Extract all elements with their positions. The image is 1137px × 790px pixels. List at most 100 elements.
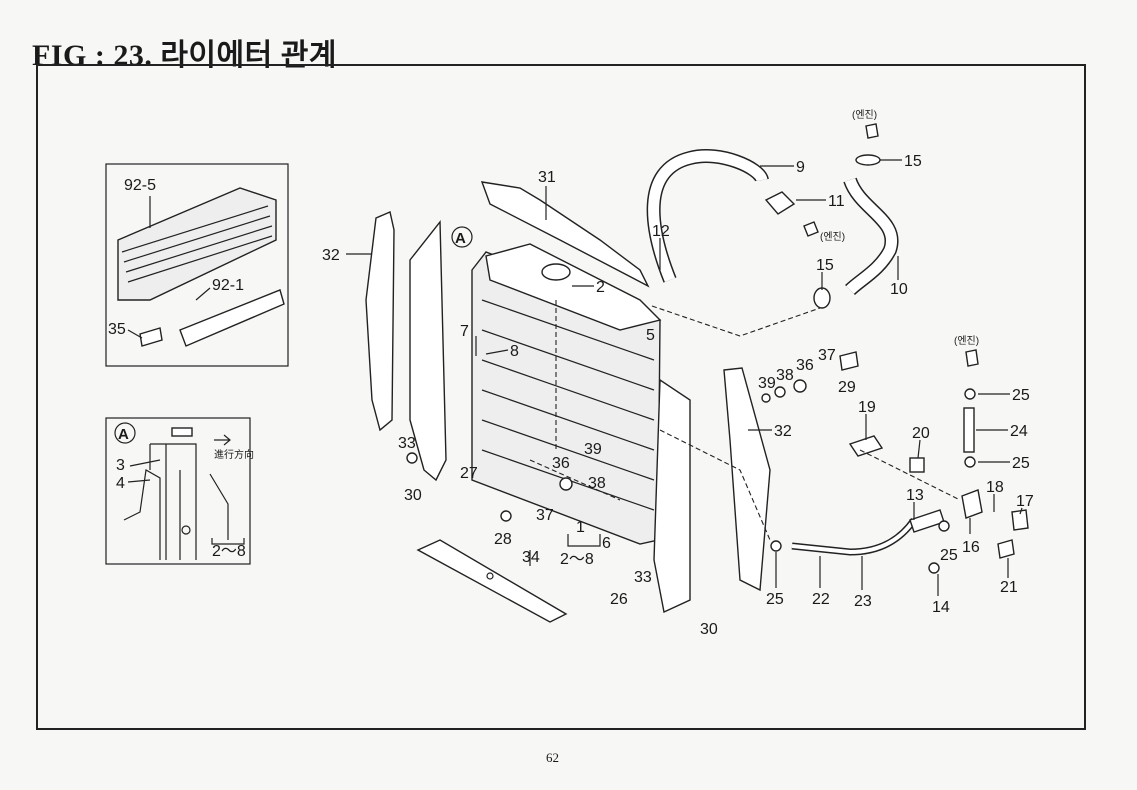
hose-clamp-15-top xyxy=(855,154,881,166)
callout-5: 5 xyxy=(646,327,655,344)
radiator-upper-tank xyxy=(485,243,662,331)
callout-15-top: 15 xyxy=(904,153,922,170)
bolt-14 xyxy=(928,562,940,574)
detail-circle-label: A xyxy=(118,426,129,443)
callout-2-8-main: 2～8 xyxy=(560,551,594,568)
callout-37-lower: 37 xyxy=(536,507,554,524)
callout-92-5: 92-5 xyxy=(124,177,156,194)
callout-21: 21 xyxy=(1000,579,1018,596)
radiator-support-right xyxy=(653,378,691,614)
callout-7: 7 xyxy=(460,323,469,340)
callout-15-lower: 15 xyxy=(816,257,834,274)
note-engine-right: (엔진) xyxy=(954,335,979,347)
callout-33-left: 33 xyxy=(398,435,416,452)
figure-title: FIG : 23. 라이에터 관계 xyxy=(32,39,337,72)
callout-19: 19 xyxy=(858,399,876,416)
callout-37-top: 37 xyxy=(818,347,836,364)
callout-33-lower: 33 xyxy=(634,569,652,586)
assembly-line-core xyxy=(529,300,621,501)
assembly-line-hose xyxy=(651,305,821,337)
thermostat-housing-11 xyxy=(764,191,796,215)
callout-36-top: 36 xyxy=(796,357,814,374)
radiator-cap-detail xyxy=(171,427,193,437)
callout-6: 6 xyxy=(602,535,611,552)
bypass-pipe-24 xyxy=(963,407,975,453)
hose-clamp-15-lower xyxy=(813,287,831,309)
clamp-25-lower xyxy=(938,520,950,532)
callout-17: 17 xyxy=(1016,493,1034,510)
washer-39 xyxy=(761,393,771,403)
detail-radiator-side xyxy=(149,443,197,560)
main-diagram: A xyxy=(322,109,1034,638)
clamp-25-left xyxy=(770,540,782,552)
callout-34: 34 xyxy=(522,549,540,566)
callout-11: 11 xyxy=(828,193,845,210)
bushing-38 xyxy=(774,386,786,398)
callout-39-top: 39 xyxy=(758,375,776,392)
clamp-25-mid xyxy=(964,456,976,468)
callout-29: 29 xyxy=(838,379,856,396)
bolt-30-left xyxy=(406,452,418,464)
clamp-25-upper xyxy=(964,388,976,400)
callout-38-top: 38 xyxy=(776,367,794,384)
bolt-28 xyxy=(500,510,512,522)
shroud-right-32 xyxy=(723,367,771,592)
bracket-1 xyxy=(567,534,601,547)
engine-outlet-top xyxy=(865,123,879,139)
callout-92-1: 92-1 xyxy=(212,277,244,294)
diagram-frame xyxy=(36,64,1086,730)
callout-4: 4 xyxy=(116,475,125,492)
shroud-left-32 xyxy=(365,211,395,432)
callout-20: 20 xyxy=(912,425,930,442)
callout-30-lower: 30 xyxy=(700,621,718,638)
main-circle-a xyxy=(451,226,473,248)
drain-cock-16 xyxy=(961,489,983,519)
page-number: 62 xyxy=(546,750,559,765)
grille-slats xyxy=(121,205,273,283)
callout-25-lower: 25 xyxy=(940,547,958,564)
engine-outlet-mid xyxy=(803,221,819,237)
grille-lower-molding xyxy=(179,289,285,347)
leader-4 xyxy=(127,479,151,483)
callout-25-upper: 25 xyxy=(1012,387,1030,404)
radiator-fins xyxy=(481,299,655,511)
callout-10: 10 xyxy=(890,281,908,298)
leader-17 xyxy=(1019,507,1023,515)
inset-grille-panel: 92-5 92-1 35 xyxy=(105,163,289,367)
callout-24: 24 xyxy=(1010,423,1028,440)
inset-detail-a: A 進行方向 3 4 2～8 xyxy=(105,417,254,565)
assembly-line-right xyxy=(659,429,771,541)
reservoir-bracket-13 xyxy=(909,509,945,533)
callout-2-8: 2～8 xyxy=(212,543,246,560)
engine-outlet-right xyxy=(965,349,979,367)
note-engine-top: (엔진) xyxy=(852,109,877,121)
callout-39-lower: 39 xyxy=(584,441,602,458)
inset-grille-border xyxy=(105,163,289,367)
lower-deflector-34 xyxy=(416,539,568,623)
upper-hose-9 xyxy=(648,150,768,283)
leader-3 xyxy=(129,459,161,467)
leader-35 xyxy=(127,329,143,339)
callout-23: 23 xyxy=(854,593,872,610)
callout-18: 18 xyxy=(986,479,1004,496)
leader-92-1 xyxy=(195,287,211,301)
callout-16: 16 xyxy=(962,539,980,556)
grille-clip-part xyxy=(139,327,163,347)
callout-32-left: 32 xyxy=(322,247,340,264)
callout-22: 22 xyxy=(812,591,830,608)
main-circle-label: A xyxy=(455,230,466,247)
callout-31: 31 xyxy=(538,169,556,186)
callout-30-left: 30 xyxy=(404,487,422,504)
deflector-hole xyxy=(486,572,494,580)
assembly-line-bracket xyxy=(859,449,961,501)
leader-lines xyxy=(346,159,1023,596)
callout-25-left: 25 xyxy=(766,591,784,608)
callout-3: 3 xyxy=(116,457,125,474)
leader-20 xyxy=(917,439,921,459)
detail-bracket xyxy=(123,469,229,560)
callout-25-mid: 25 xyxy=(1012,455,1030,472)
grommet-36-lower xyxy=(559,477,573,491)
radiator-support-left xyxy=(409,220,447,482)
radiator-cap-2 xyxy=(541,263,571,281)
